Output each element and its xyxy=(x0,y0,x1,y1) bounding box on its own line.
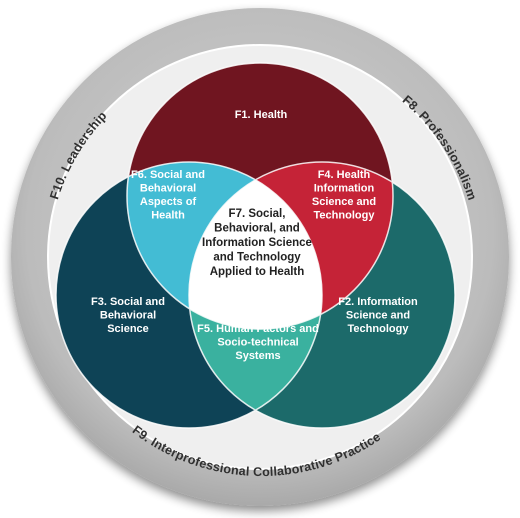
label-line: F5. Human Factors and xyxy=(197,323,319,335)
label-line: Systems xyxy=(235,350,280,362)
label-line: Behavioral xyxy=(140,183,196,195)
label-line: Information Science xyxy=(202,237,312,249)
label-line: Health xyxy=(151,210,185,222)
label-line: Science and xyxy=(346,310,410,322)
label-line: F3. Social and xyxy=(91,296,165,308)
label-line: Science xyxy=(107,323,149,335)
label-line: F4. Health xyxy=(318,169,371,181)
overlap-f7-center xyxy=(189,162,322,329)
label-line: F1. Health xyxy=(235,109,288,121)
label-line: Technology xyxy=(314,210,376,222)
venn-outlines xyxy=(55,62,456,429)
label-line: and Technology xyxy=(213,252,301,264)
label-line: Information xyxy=(314,183,375,195)
label-line: Socio-technical xyxy=(217,337,298,349)
label-line: Science and xyxy=(312,196,376,208)
label-line: F7. Social, xyxy=(229,208,286,220)
label-line: Applied to Health xyxy=(210,266,305,278)
label-f1-health: F1. Health xyxy=(235,109,288,121)
label-line: Aspects of xyxy=(140,196,197,208)
label-line: F2. Information xyxy=(338,296,418,308)
label-line: Technology xyxy=(348,323,410,335)
label-line: Behavioral, and xyxy=(214,223,300,235)
label-line: F6. Social and xyxy=(131,169,205,181)
label-line: Behavioral xyxy=(100,310,156,322)
